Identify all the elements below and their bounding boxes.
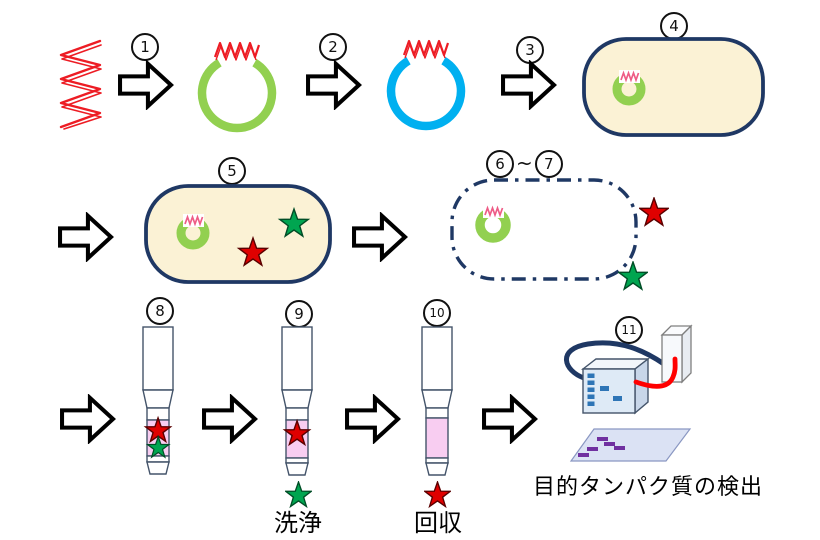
step-arrow-1 <box>118 60 174 110</box>
range-separator: ~ <box>516 150 533 175</box>
step-arrow-8 <box>345 394 401 444</box>
step-7-number: 7 <box>543 154 554 173</box>
recover-label: 回収 <box>414 510 462 537</box>
detection-caption: 目的タンパク質の検出 <box>532 474 763 499</box>
step-1-badge: 1 <box>131 33 159 61</box>
step-11-number: 11 <box>621 323 637 337</box>
step-2-number: 2 <box>328 37 338 56</box>
step-1-number: 1 <box>140 37 150 56</box>
step-6-badge: 6 <box>486 150 514 178</box>
wash-label: 洗浄 <box>274 510 322 537</box>
step-5-badge: 5 <box>218 157 246 185</box>
step-arrow-9 <box>482 394 538 444</box>
recovered-red-star-icon <box>424 481 451 509</box>
step-11-badge: 11 <box>615 316 643 344</box>
cell-expressing-proteins-icon <box>144 184 332 284</box>
spin-column-washed-icon <box>281 326 313 476</box>
green-star-icon <box>277 206 311 238</box>
step-10-badge: 10 <box>423 299 451 327</box>
step-8-number: 8 <box>155 301 165 320</box>
released-green-star-icon <box>618 261 648 291</box>
cell-with-plasmid-icon <box>582 37 765 137</box>
step-arrow-5 <box>352 212 408 262</box>
tank-bands <box>587 373 622 406</box>
gel-bands <box>578 437 625 457</box>
plasmid-green-icon <box>197 41 277 133</box>
step-arrow-7 <box>202 394 258 444</box>
plasmid-blue-icon <box>386 39 466 131</box>
step-9-number: 9 <box>294 304 304 323</box>
power-supply <box>660 324 693 384</box>
red-star-icon <box>236 235 270 267</box>
step-arrow-6 <box>60 394 116 444</box>
step-3-badge: 3 <box>516 36 544 64</box>
spin-column-loaded-icon <box>142 326 174 475</box>
electrophoresis-apparatus-icon <box>564 324 693 462</box>
step-6-7-range: 6 ~ 7 <box>486 150 563 178</box>
step-5-number: 5 <box>227 161 237 180</box>
step-10-number: 10 <box>429 306 445 320</box>
step-arrow-3 <box>501 60 557 110</box>
step-4-number: 4 <box>669 16 679 35</box>
bound-green-star-icon <box>145 434 171 459</box>
step-arrow-4 <box>58 212 114 262</box>
lysed-cell-icon <box>450 178 638 281</box>
step-7-badge: 7 <box>534 150 563 178</box>
bound-red-star-icon <box>282 418 312 447</box>
spin-column-eluted-icon <box>421 326 453 476</box>
step-8-badge: 8 <box>146 297 174 325</box>
gene-coil-icon <box>59 39 102 130</box>
washed-out-green-star-icon <box>285 481 312 509</box>
step-6-number: 6 <box>495 154 505 173</box>
step-2-badge: 2 <box>319 33 347 61</box>
released-red-star-icon <box>639 197 669 227</box>
step-3-number: 3 <box>525 40 535 59</box>
navy-wire <box>564 340 667 381</box>
step-arrow-2 <box>306 60 362 110</box>
step-9-badge: 9 <box>285 300 313 328</box>
red-wire <box>633 356 678 389</box>
